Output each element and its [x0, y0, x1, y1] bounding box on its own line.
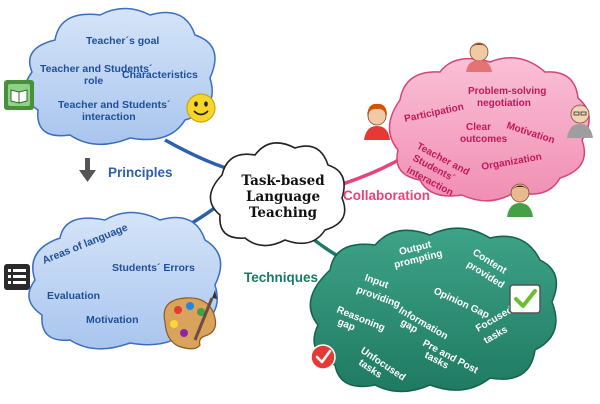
principles-item-interaction-line1: Teacher and Students´ — [58, 99, 171, 111]
evaluation-item-motivation: Motivation — [86, 314, 139, 326]
person-icon — [466, 42, 492, 72]
down-arrow-icon — [79, 158, 96, 182]
principles-item-interaction-line2: interaction — [82, 111, 136, 123]
center-cloud: Task-based Language Teaching — [209, 142, 346, 247]
collab-item-problem-line2: negotiation — [477, 98, 531, 109]
check-circle-icon — [310, 344, 336, 370]
collab-item-clear-line1: Clear — [466, 122, 491, 133]
person-icon — [567, 104, 593, 138]
principles-item-teachers-goal: Teacher´s goal — [86, 35, 159, 47]
principles-item-characteristics: Characteristics — [122, 69, 198, 81]
center-title-line3: Teaching — [249, 205, 318, 221]
book-icon — [4, 80, 34, 110]
center-title-line1: Task-based — [241, 173, 325, 189]
person-icon — [364, 103, 390, 140]
branch-label-techniques: Techniques — [244, 270, 318, 285]
techniques-cloud: Output prompting Input providing Content… — [309, 227, 558, 393]
collab-item-clear-line2: outcomes — [460, 134, 508, 145]
principles-item-role-line1: Teacher and Students´ — [40, 63, 153, 75]
branch-label-principles: Principles — [108, 165, 173, 180]
branch-label-collaboration: Collaboration — [343, 188, 430, 203]
list-icon — [4, 264, 30, 290]
center-title-line2: Language — [246, 189, 320, 205]
person-icon — [507, 183, 533, 217]
collaboration-cloud: Problem-solving negotiation Participatio… — [388, 57, 590, 202]
collab-item-problem-line1: Problem-solving — [468, 86, 546, 97]
check-box-icon — [509, 284, 541, 314]
principles-item-role-line2: role — [84, 75, 103, 87]
palette-icon — [163, 290, 217, 350]
principles-cloud: Teacher´s goal Teacher and Students´ rol… — [24, 7, 216, 146]
smiley-icon — [186, 93, 216, 123]
evaluation-item-errors: Students´ Errors — [112, 262, 195, 274]
evaluation-item-evaluation: Evaluation — [47, 290, 100, 302]
